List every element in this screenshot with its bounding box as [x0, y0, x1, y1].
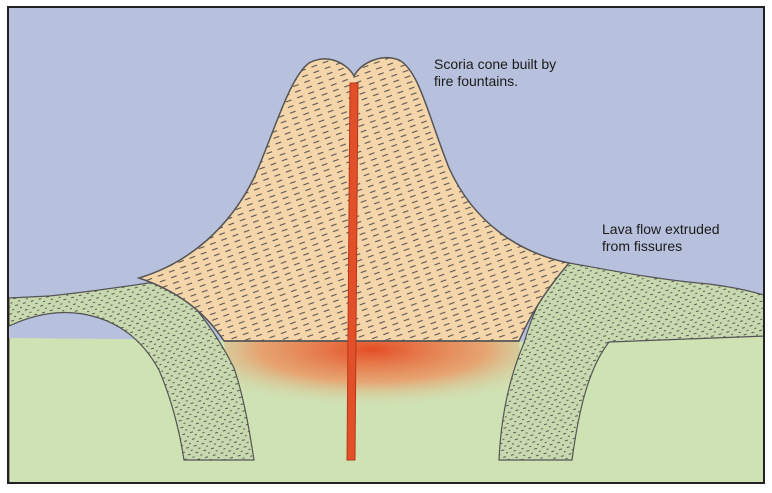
magma-chamber	[224, 341, 520, 425]
label-lava-flow: Lava flow extruded from fissures	[602, 221, 720, 255]
label-scoria-cone: Scoria cone built by fire fountains.	[434, 56, 556, 90]
diagram-frame: Scoria cone built by fire fountains. Lav…	[7, 6, 765, 484]
